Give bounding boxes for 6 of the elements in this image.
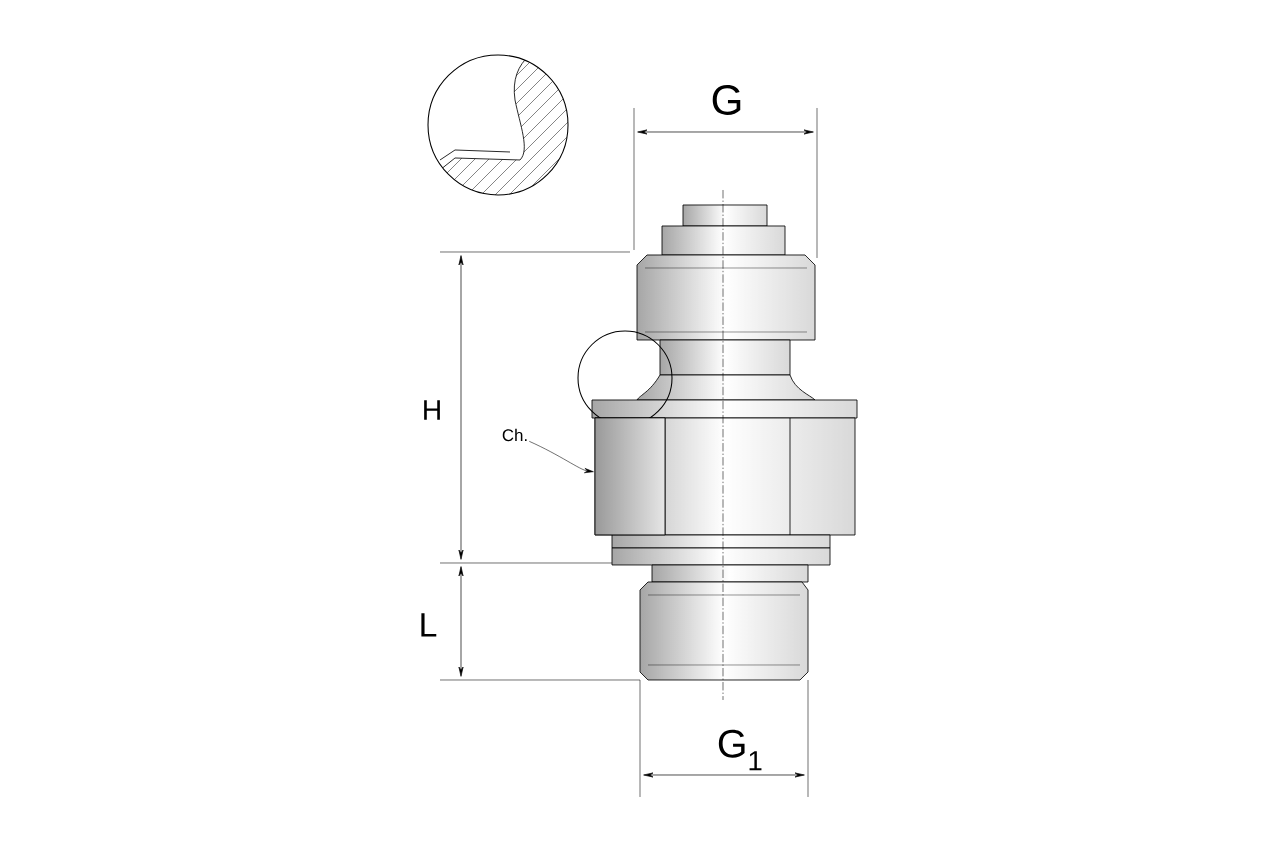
dimension-label: G	[712, 85, 741, 115]
dimension-label: L	[421, 613, 437, 637]
dimension-label: H	[424, 400, 440, 420]
leader-line	[529, 441, 594, 474]
callout-label: Ch.	[502, 428, 527, 442]
dimension-label: G$_{1}$	[718, 729, 762, 771]
